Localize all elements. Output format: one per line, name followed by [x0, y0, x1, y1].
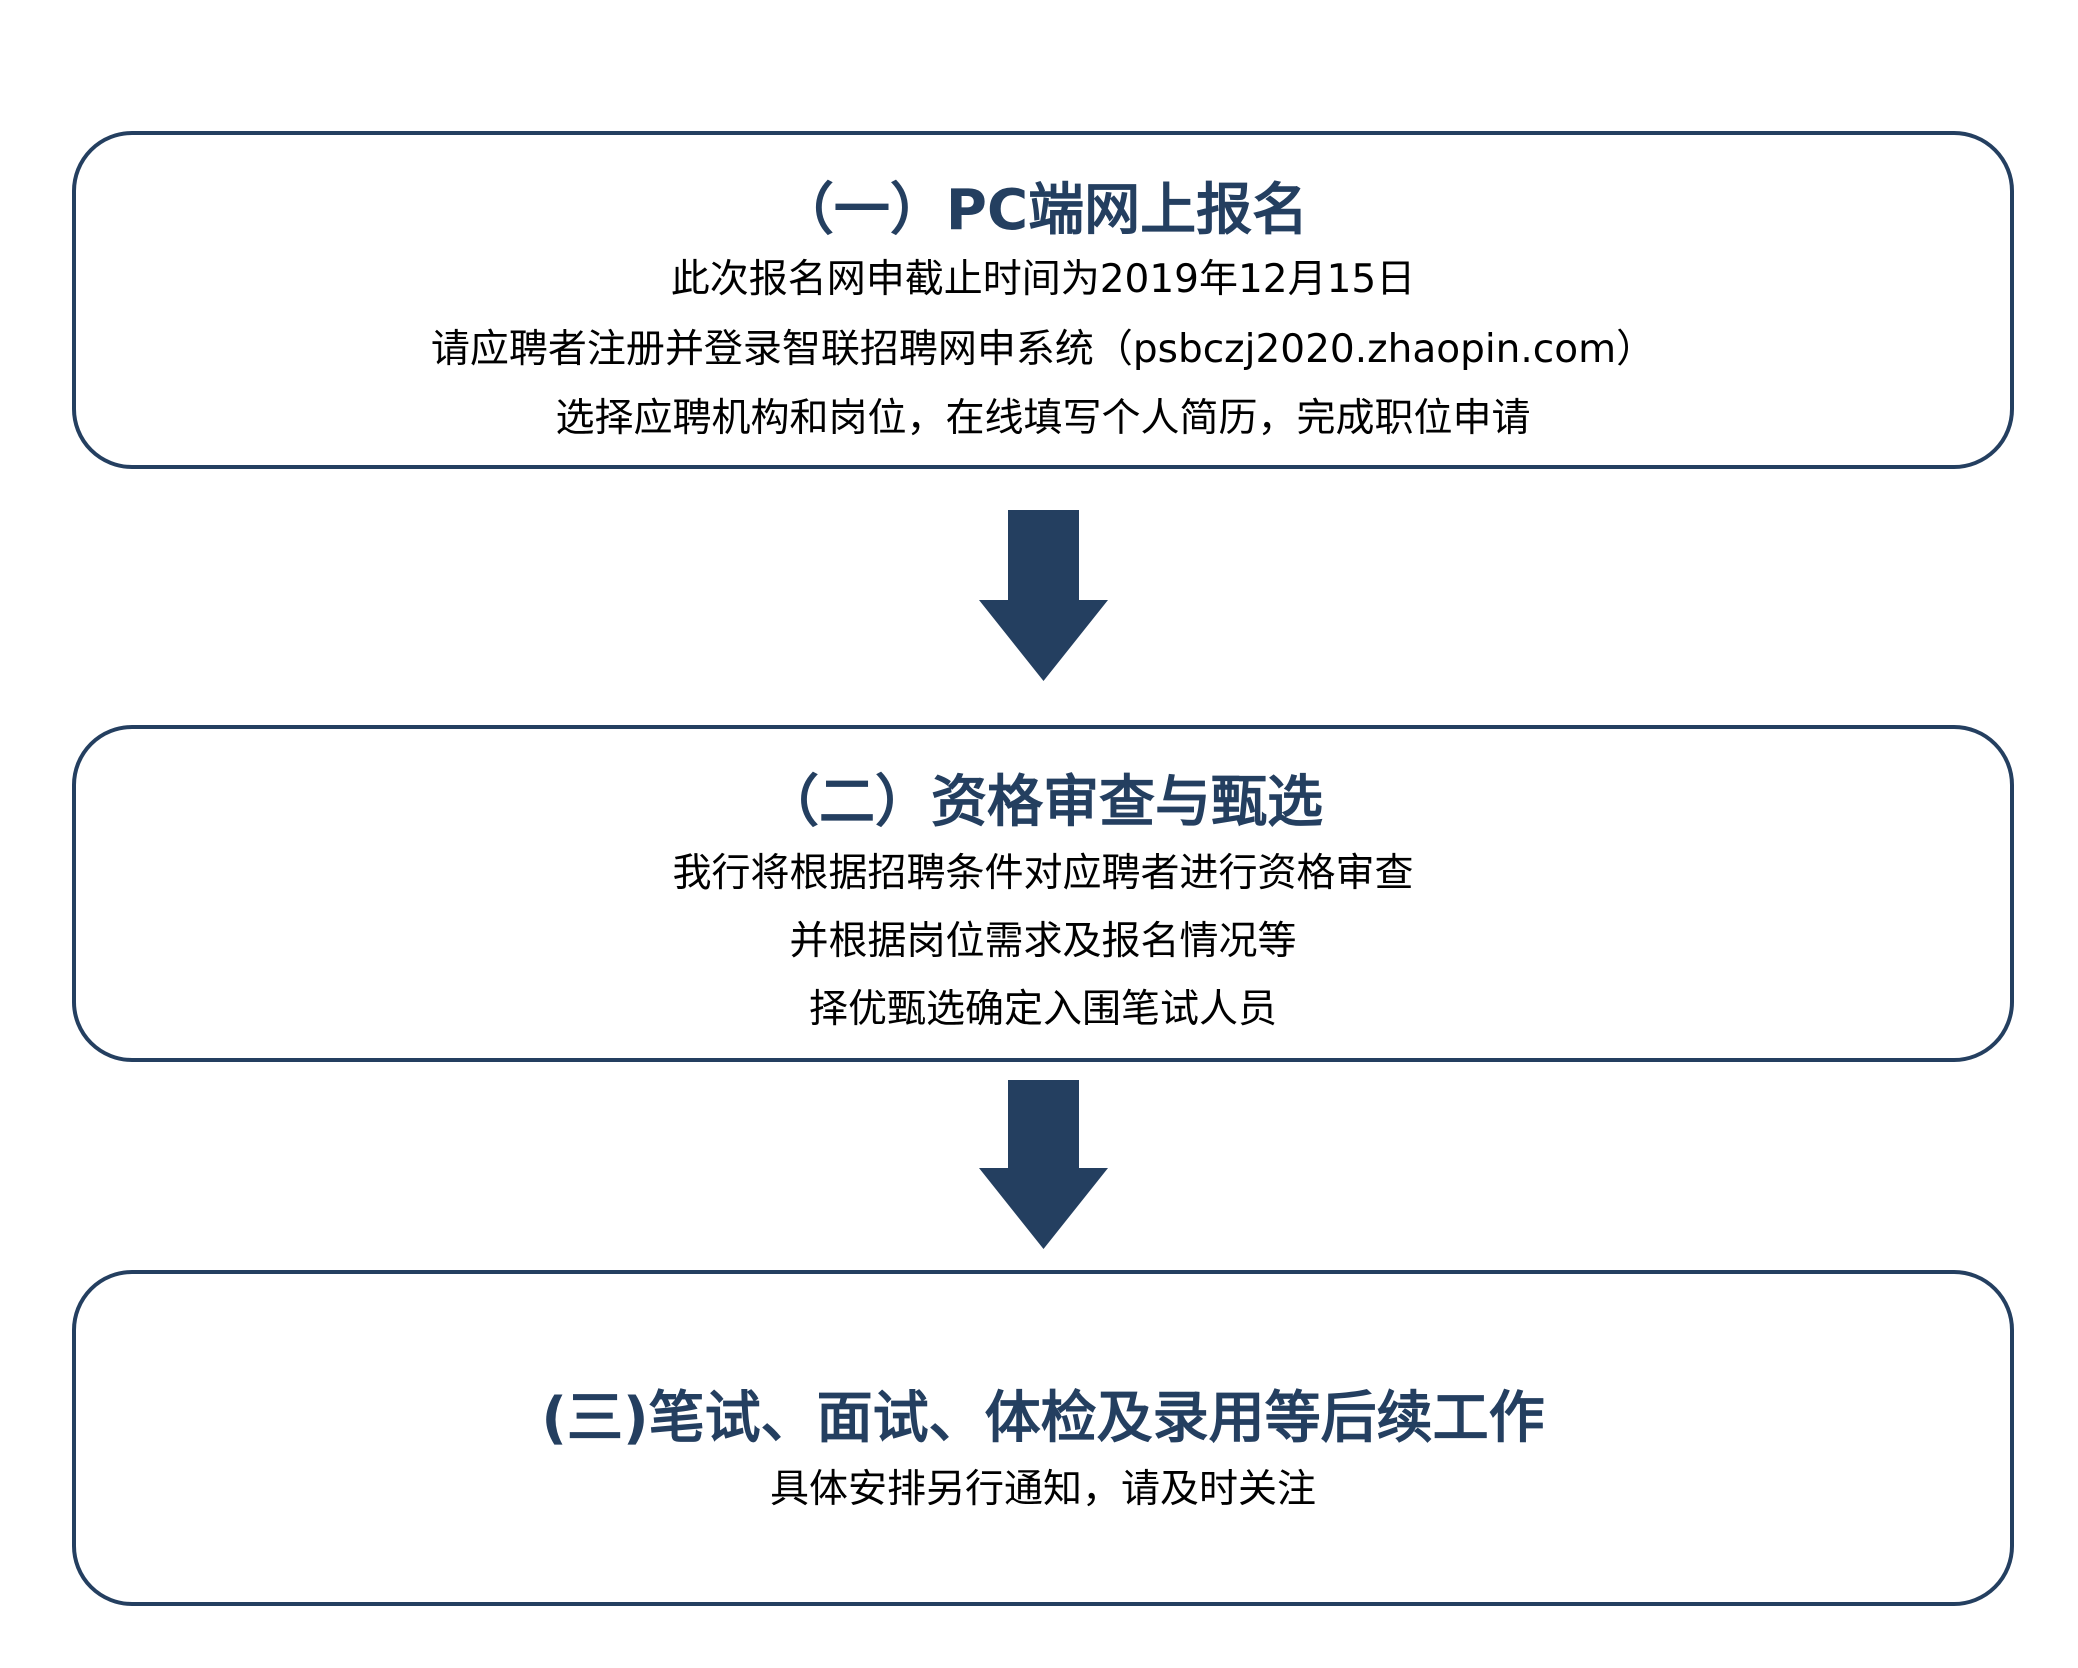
step-1-line-1: 此次报名网申截止时间为2019年12月15日: [670, 257, 1416, 302]
step-3-line-1: 具体安排另行通知，请及时关注: [769, 1467, 1316, 1512]
step-1-box: （一）PC端网上报名 此次报名网申截止时间为2019年12月15日 请应聘者注册…: [72, 131, 2014, 469]
step-2-title: （二）资格审查与甄选: [763, 770, 1323, 835]
step-3-title: (三)笔试、面试、体检及录用等后续工作: [541, 1386, 1545, 1451]
step-1-title: （一）PC端网上报名: [777, 178, 1309, 243]
step-2-line-3: 择优甄选确定入围笔试人员: [808, 987, 1277, 1032]
step-3-box: (三)笔试、面试、体检及录用等后续工作 具体安排另行通知，请及时关注: [72, 1270, 2014, 1606]
step-2-line-2: 并根据岗位需求及报名情况等: [789, 919, 1297, 964]
arrow-down-icon: [979, 510, 1108, 681]
step-1-line-3: 选择应聘机构和岗位，在线填写个人简历，完成职位申请: [555, 396, 1531, 441]
arrow-down-icon: [979, 1080, 1108, 1249]
step-2-line-1: 我行将根据招聘条件对应聘者进行资格审查: [672, 851, 1414, 896]
step-1-line-2: 请应聘者注册并登录智联招聘网申系统（psbczj2020.zhaopin.com…: [430, 327, 1656, 372]
step-2-box: （二）资格审查与甄选 我行将根据招聘条件对应聘者进行资格审查 并根据岗位需求及报…: [72, 725, 2014, 1062]
